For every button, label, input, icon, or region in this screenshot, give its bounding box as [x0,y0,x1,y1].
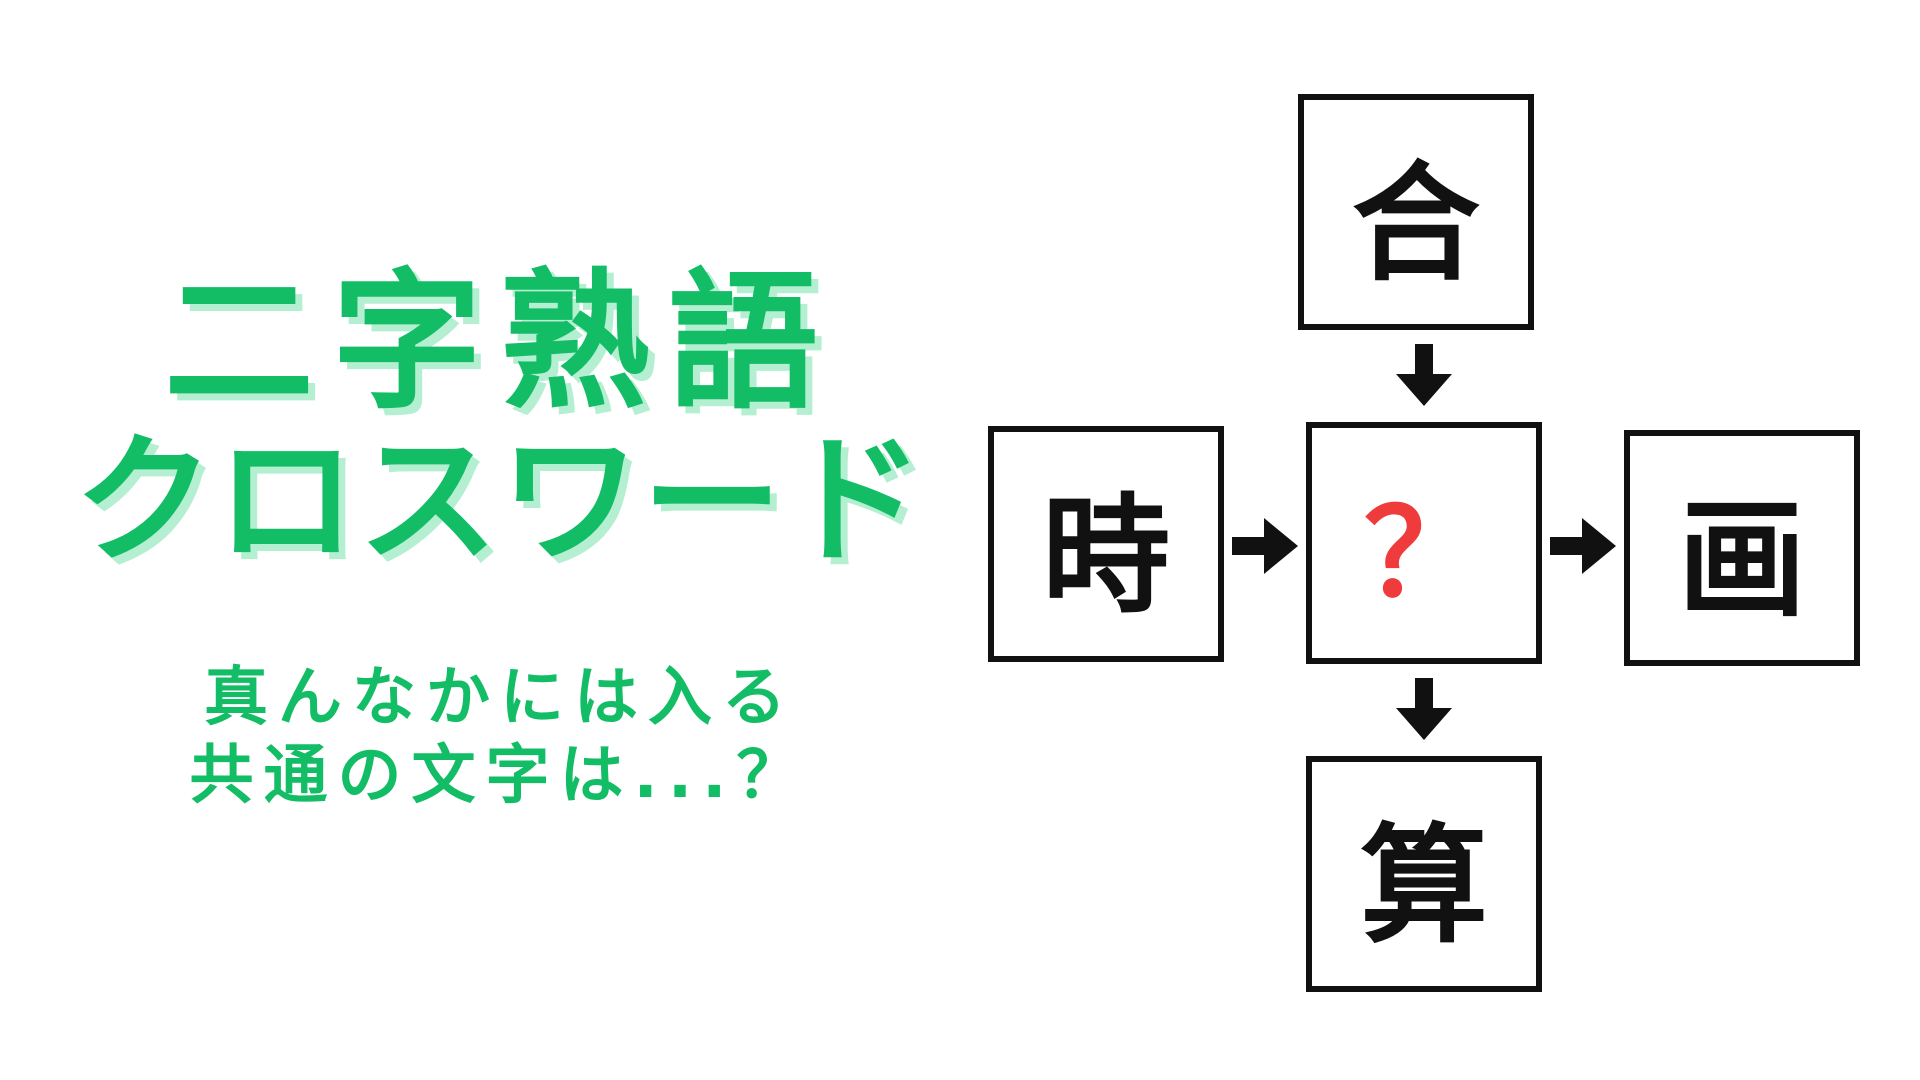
subtitle-line-1: 真んなかには入る [204,661,796,735]
arrow-right-icon [1232,516,1298,576]
cell-bottom: 算 [1306,756,1542,992]
cell-center[interactable]: ？ [1306,422,1542,664]
title-line-1: 二字熟語 [163,256,836,430]
question-mark-icon: ？ [1364,485,1484,624]
title-line-2: クロスワード [73,420,926,583]
arrow-down-icon [1394,344,1454,406]
cell-top: 合 [1298,94,1534,330]
cell-right: 画 [1624,430,1860,666]
cell-top-char: 合 [1351,149,1480,299]
arrow-right-icon [1550,516,1616,576]
cell-bottom-char: 算 [1359,811,1488,961]
cell-left-char: 時 [1041,481,1170,631]
subtitle-line-2: 共通の文字は...？ [189,739,811,813]
arrow-down-icon [1394,678,1454,740]
cell-right-char: 画 [1677,485,1806,635]
cell-left: 時 [988,426,1224,662]
